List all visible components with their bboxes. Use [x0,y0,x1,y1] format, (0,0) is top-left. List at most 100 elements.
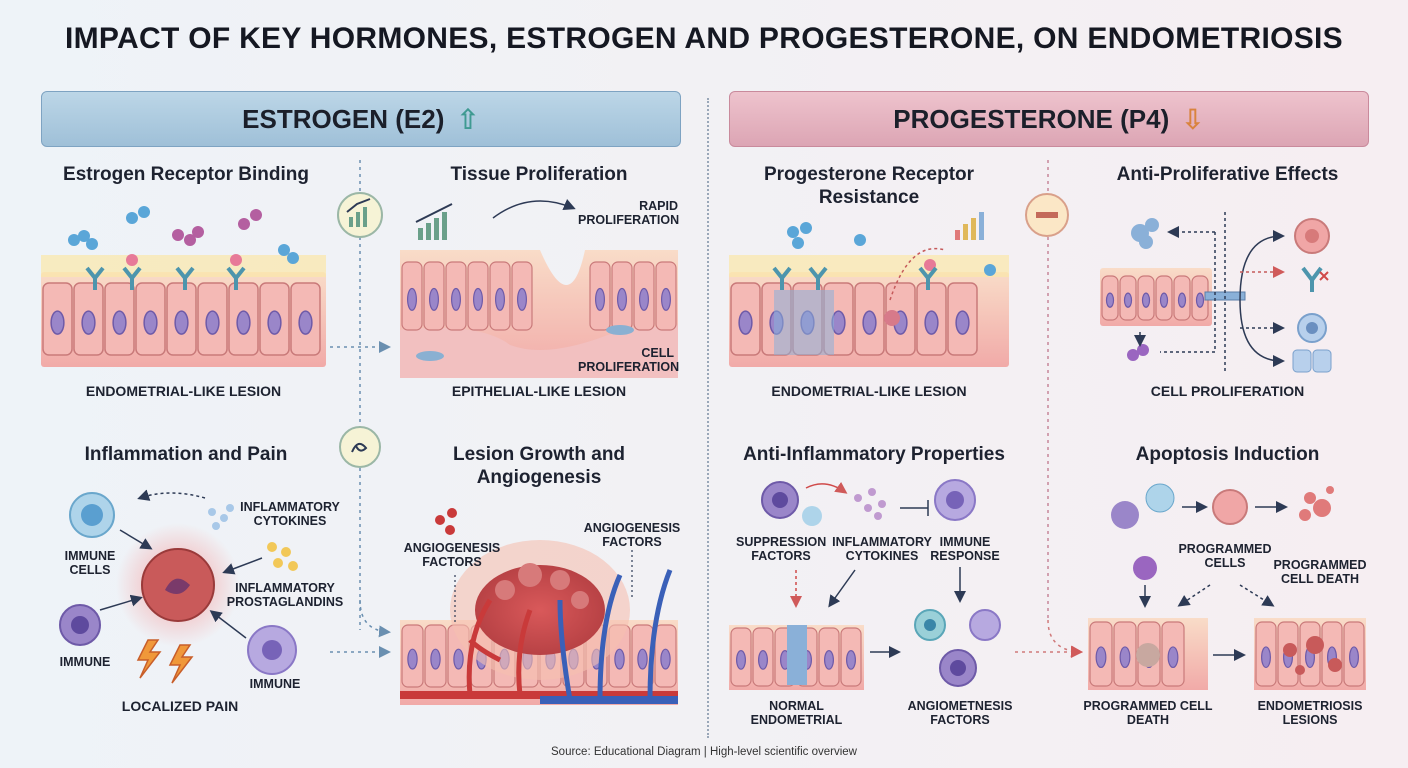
cell-nucleus [236,310,251,335]
label-immune-right: IMMUNE [249,677,301,691]
cell-nucleus [1195,292,1205,308]
growth-chart-icon [337,192,383,238]
cell-nucleus [638,287,649,311]
pain-symbol-icon [339,426,381,468]
bar-chart-icon [955,212,984,240]
cell-nucleus [112,310,127,335]
cell-nucleus [845,650,856,670]
label-inflammatory-cytokines-p4: INFLAMMATORY CYTOKINES [832,535,932,563]
anti-proliferative-illustration [1100,212,1332,373]
molecule-icon [435,508,457,535]
cell-nucleus [407,287,418,311]
cell-nucleus [1348,646,1359,669]
panel-title-inflammation: Inflammation and Pain [84,444,288,465]
label-endometriosis-lesions: ENDOMETRIOSIS LESIONS [1257,699,1363,727]
cell-nucleus [594,287,605,311]
cell-nucleus [1119,646,1131,669]
cell-nucleus [614,648,625,670]
source-footnote: Source: Educational Diagram | High-level… [551,746,857,758]
caption-epithelial-lesion: EPITHELIAL-LIKE LESION [451,383,627,399]
panel-title-apoptosis: Apoptosis Induction [1135,444,1320,465]
cell-nucleus [757,650,768,670]
cell-nucleus [924,310,939,335]
estrogen-molecules [68,206,299,266]
cell-nucleus [298,310,313,335]
cell-nucleus [1167,646,1179,669]
label-normal-endometrial: NORMAL ENDOMETRIAL [750,699,843,727]
receptor-resistance-illustration [729,212,1009,367]
panel-title-anti-proliferative: Anti-Proliferative Effects [1116,164,1339,185]
cell-nucleus [430,648,441,670]
cell-nucleus [660,287,671,311]
panel-title-receptor-resistance: Progesterone Receptor Resistance [763,164,975,208]
cell-nucleus [451,287,462,311]
cell-nucleus [473,287,484,311]
caption-endometrial-lesion-p4: ENDOMETRIAL-LIKE LESION [771,383,967,399]
bar-chart-icon [415,203,453,240]
caption-cell-proliferation: CELL PROLIFERATION [1150,383,1305,399]
apoptosis-illustration [1088,483,1366,690]
immune-cell-icon [59,604,101,646]
center-divider [707,98,709,738]
label-angiogenesis-factors-left: ANGIOGENESIS FACTORS [403,541,501,569]
receptor-icon [226,266,246,290]
label-programmed-cell-death-bottom: PROGRAMMED CELL DEATH [1083,699,1213,727]
label-angiometnesis-factors: ANGIOMETNESIS FACTORS [907,699,1013,727]
cell-nucleus [1141,292,1151,308]
cell-nucleus [735,650,746,670]
label-rapid-proliferation: RAPID PROLIFERATION [578,199,680,227]
up-arrow-icon: ⇧ [456,103,480,135]
tissue-proliferation-illustration [400,198,678,378]
immune-cell-icon [69,492,115,538]
anti-inflammatory-illustration [729,479,1001,690]
panel-title-receptor-binding: Estrogen Receptor Binding [63,164,309,185]
caption-localized-pain: LOCALIZED PAIN [121,698,239,714]
cell-nucleus [660,648,671,670]
cell-nucleus [637,648,648,670]
lesion-growth-illustration [400,508,678,705]
cell-nucleus [831,310,846,335]
label-angiogenesis-factors-right: ANGIOGENESIS FACTORS [583,521,681,549]
cell-nucleus [267,310,282,335]
cell-nucleus [1095,646,1107,669]
immune-cell-icon [247,625,297,675]
lightning-icon [136,639,194,684]
progesterone-banner-label: PROGESTERONE (P4) [893,103,1170,134]
cell-nucleus [453,648,464,670]
cell-nucleus [955,310,970,335]
down-arrow-icon: ⇩ [1181,103,1205,135]
cell-nucleus [50,310,65,335]
receptor-icon [85,266,105,290]
cell-nucleus [1177,292,1187,308]
caption-endometrial-lesion: ENDOMETRIAL-LIKE LESION [85,383,282,399]
estrogen-banner: ESTROGEN (E2) ⇧ [41,91,681,147]
cell-nucleus [1159,292,1169,308]
cell-nucleus [738,310,753,335]
page-title: IMPACT OF KEY HORMONES, ESTROGEN AND PRO… [65,22,1343,55]
panel-title-anti-inflammatory: Anti-Inflammatory Properties [743,444,1005,465]
cell-nucleus [81,310,96,335]
cell-nucleus [174,310,189,335]
cell-nucleus [407,648,418,670]
cell-nucleus [495,287,506,311]
label-cell-proliferation: CELL PROLIFERATION [578,346,680,374]
progesterone-banner: PROGESTERONE (P4) ⇩ [729,91,1369,147]
receptor-icon [808,266,828,290]
cell-nucleus [616,287,627,311]
panel-title-lesion-growth: Lesion Growth and Angiogenesis [452,444,626,488]
receptor-icon [918,266,938,290]
label-programmed-cells: PROGRAMMED CELLS [1178,542,1272,570]
receptor-icon [122,266,142,290]
label-immune-left: IMMUNE [59,655,111,669]
cell-nucleus [1105,292,1115,308]
receptor-icon [772,266,792,290]
panel-title-tissue-proliferation: Tissue Proliferation [450,164,628,185]
cell-nucleus [823,650,834,670]
label-immune-cells: IMMUNE CELLS [64,549,116,577]
cell-nucleus [862,310,877,335]
immune-cell-cluster [914,609,1001,687]
cell-nucleus [1123,292,1133,308]
receptor-icon [175,266,195,290]
label-immune-response: IMMUNE RESPONSE [930,535,1000,563]
